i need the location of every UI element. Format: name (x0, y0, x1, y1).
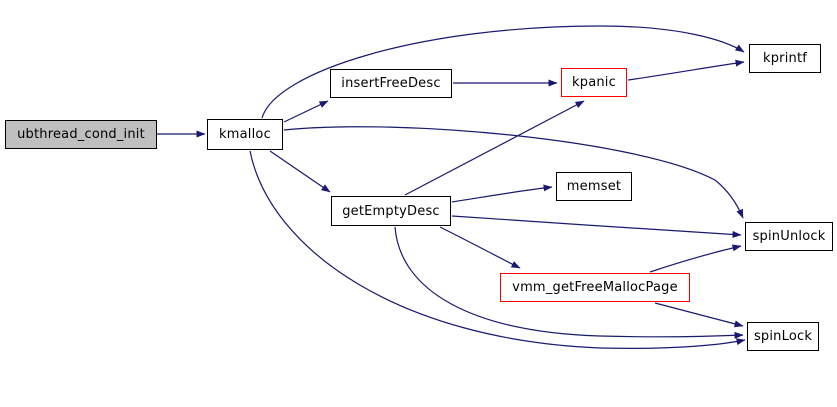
edge-kmalloc-spinLock (249, 150, 746, 349)
edge-kmalloc-insertFreeDesc (283, 100, 329, 123)
edge-getEmptyDesc-memset (451, 184, 553, 203)
node-label: spinLock (753, 329, 813, 344)
node-kprintf[interactable]: kprintf (749, 44, 821, 73)
edge-vmm_getFreeMallocPage-spinLock (654, 302, 744, 328)
node-label: spinUnlock (752, 229, 826, 244)
node-label: vmm_getFreeMallocPage (512, 280, 678, 295)
node-label: ubthread_cond_init (17, 127, 145, 142)
edge-kmalloc-kprintf (261, 25, 745, 119)
edge-kpanic-kprintf (627, 59, 745, 81)
node-ubthread-cond-init[interactable]: ubthread_cond_init (5, 120, 157, 149)
node-label: kprintf (762, 51, 808, 66)
node-label: getEmptyDesc (342, 203, 440, 219)
node-label: kpanic (572, 75, 616, 90)
node-kpanic[interactable]: kpanic (561, 68, 627, 97)
edge-kmalloc-getEmptyDesc (269, 150, 331, 193)
node-kmalloc[interactable]: kmalloc (207, 119, 283, 150)
node-label: insertFreeDesc (341, 76, 441, 91)
edge-kmalloc-spinUnlock (283, 126, 744, 219)
node-insert-free-desc[interactable]: insertFreeDesc (330, 69, 452, 98)
node-spin-lock[interactable]: spinLock (747, 322, 819, 351)
node-memset[interactable]: memset (556, 172, 632, 201)
node-spin-unlock[interactable]: spinUnlock (745, 222, 833, 251)
edge-getEmptyDesc-kpanic (404, 100, 585, 196)
edge-getEmptyDesc-vmm_getFreeMallocPage (439, 226, 521, 269)
node-get-empty-desc[interactable]: getEmptyDesc (331, 196, 451, 226)
edge-vmm_getFreeMallocPage-spinUnlock (649, 244, 742, 273)
edge-getEmptyDesc-spinUnlock (451, 215, 742, 238)
node-label: kmalloc (219, 127, 271, 142)
edge-getEmptyDesc-spinLock (394, 226, 744, 339)
node-label: memset (566, 179, 622, 194)
node-vmm-get-free-malloc-page[interactable]: vmm_getFreeMallocPage (500, 273, 690, 302)
